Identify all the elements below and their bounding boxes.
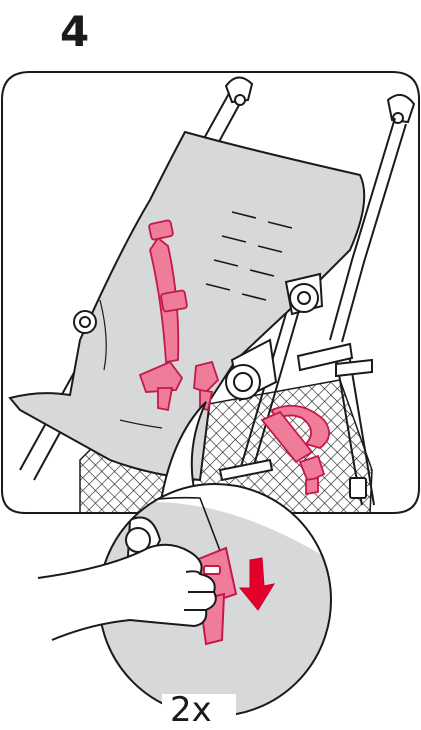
repeat-count-label: 2x [170, 690, 212, 730]
main-scene [2, 72, 419, 513]
handle-right [388, 95, 414, 123]
handle-left [226, 77, 252, 105]
